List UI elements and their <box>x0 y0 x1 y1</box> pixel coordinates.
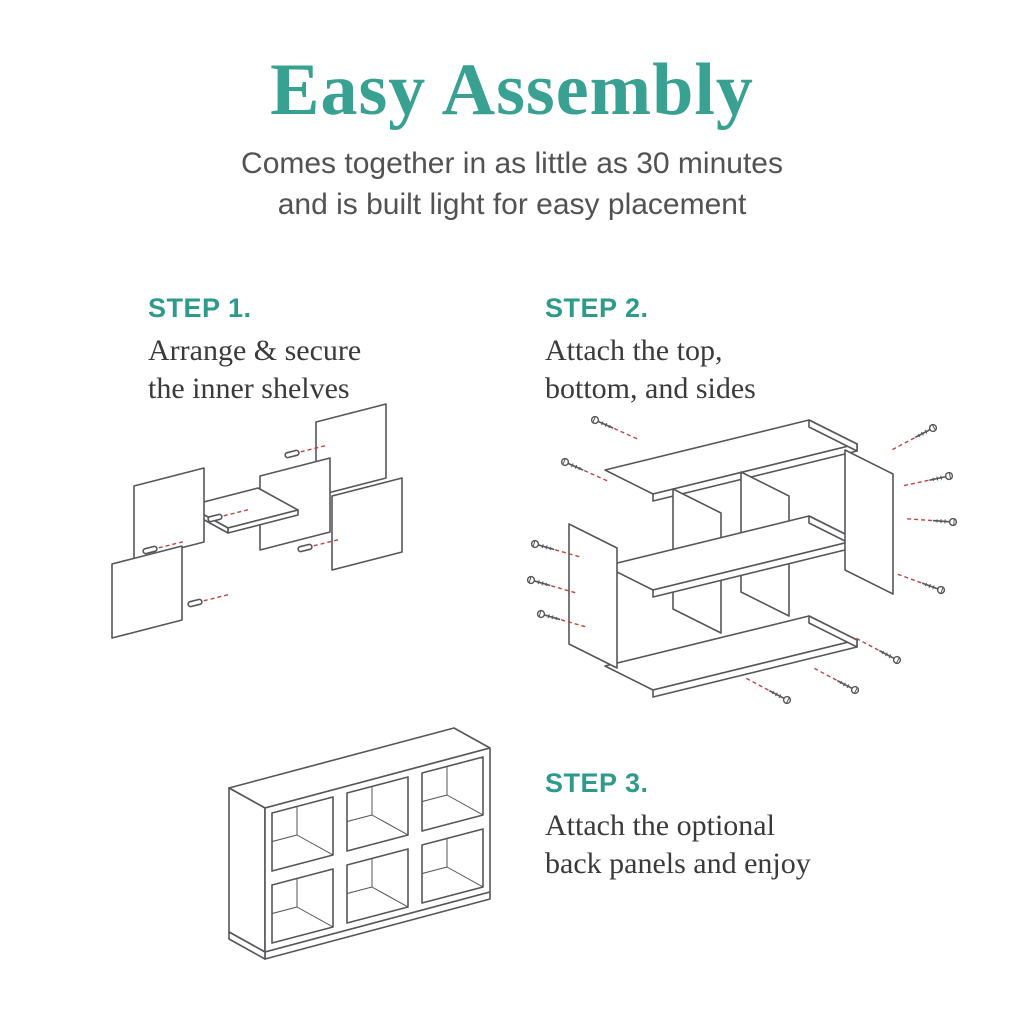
dowel-icon <box>284 444 328 459</box>
screw-icon <box>906 514 958 527</box>
step-3-block: STEP 3. Attach the optional back panels … <box>545 768 811 882</box>
step-3-label: STEP 3. <box>545 768 649 798</box>
dowel-icon <box>297 538 341 553</box>
cubby-opening <box>421 756 484 832</box>
top-panel <box>604 419 858 502</box>
screw-icon <box>811 664 861 696</box>
cubby-opening <box>346 776 409 852</box>
organizer-base-side <box>228 931 266 960</box>
dowel-pins <box>142 444 341 608</box>
shelf-panel <box>133 467 205 561</box>
step-2-desc-line-2: bottom, and sides <box>545 371 756 405</box>
assembled-six-cube-organizer-diagram-icon <box>228 727 491 960</box>
screw-icon <box>902 471 954 490</box>
shelf-panel <box>315 403 387 497</box>
inner-shelves-exploded-diagram-icon <box>111 403 403 639</box>
frame-panels-exploded-diagram-icon <box>525 414 958 706</box>
step-2-description: Attach the top, bottom, and sides <box>545 332 756 407</box>
subtitle-line-1: Comes together in as little as 30 minute… <box>241 147 783 180</box>
step-3-desc-line-2: back panels and enjoy <box>545 846 811 880</box>
shelf-panel <box>331 477 403 571</box>
screw-icon <box>895 570 947 596</box>
middle-shelf <box>604 515 858 598</box>
shelf-panel <box>111 545 183 639</box>
page-title: Easy Assembly <box>270 49 754 131</box>
shelf-panels <box>111 403 403 639</box>
subtitle-line-2: and is built light for easy placement <box>277 187 747 221</box>
screw-icon <box>559 456 610 485</box>
step-2-label: STEP 2. <box>545 293 649 323</box>
dowel-icon <box>142 540 186 555</box>
step-1-desc-line-1: Arrange & secure <box>148 334 362 367</box>
cubby-opening <box>421 828 484 904</box>
screw-icon <box>889 422 939 454</box>
screw-icon <box>743 674 793 706</box>
organizer-left-face <box>228 787 266 953</box>
cubby-opening <box>271 796 334 872</box>
step-1-label: STEP 1. <box>148 293 252 323</box>
step-1-desc-line-2: the inner shelves <box>148 371 350 405</box>
bottom-panel <box>604 615 858 698</box>
screw-icon <box>589 414 640 443</box>
step-2-block: STEP 2. Attach the top, bottom, and side… <box>545 293 756 407</box>
left-side-panel <box>568 523 618 669</box>
step-2-desc-line-1: Attach the top, <box>545 334 723 367</box>
cubby-opening <box>346 848 409 924</box>
step-1-block: STEP 1. Arrange & secure the inner shelv… <box>148 293 361 407</box>
step-3-description: Attach the optional back panels and enjo… <box>545 807 811 882</box>
screw-icon <box>853 634 903 666</box>
step-1-description: Arrange & secure the inner shelves <box>148 332 361 407</box>
step-3-desc-line-1: Attach the optional <box>545 809 775 842</box>
page-subtitle: Comes together in as little as 30 minute… <box>0 144 1024 225</box>
dowel-icon <box>207 508 251 523</box>
right-side-panel <box>844 449 894 595</box>
dowel-icon <box>187 593 231 608</box>
cubby-opening <box>271 868 334 944</box>
